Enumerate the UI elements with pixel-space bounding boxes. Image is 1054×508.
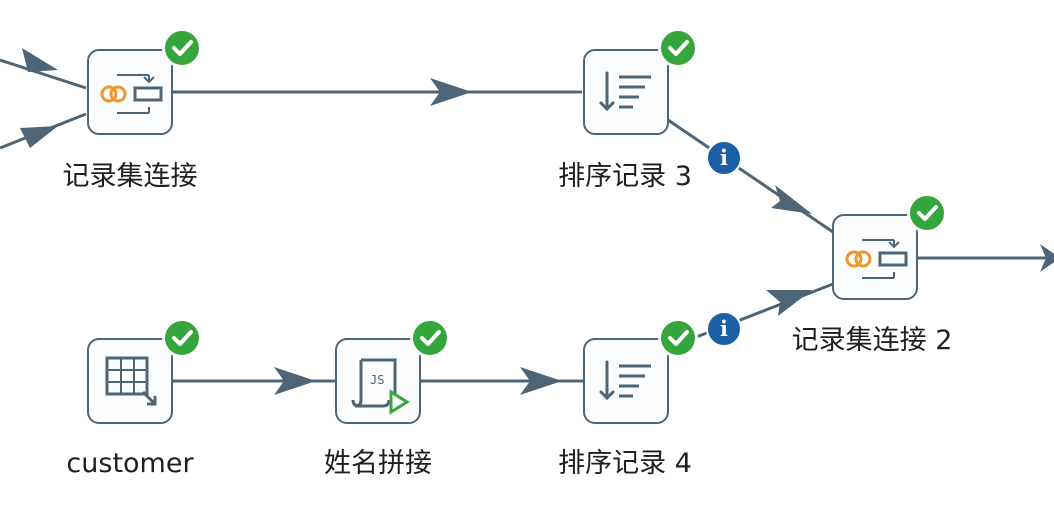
step-label-join2: 记录集连接 2 [791,325,953,356]
hop-incoming-1-arrow [22,48,58,72]
check-icon [658,318,698,358]
step-join1[interactable] [87,49,173,135]
info-icon[interactable]: i [706,311,742,347]
step-customer[interactable] [87,338,173,424]
sort-rows-icon [599,360,651,401]
step-concat[interactable]: JS [335,338,421,424]
step-label-sort3: 排序记录 3 [558,161,692,192]
hop-sort4-join2-arrow [766,290,812,316]
hop-sort3-join2-arrow [771,185,812,214]
check-icon [162,318,202,358]
check-icon [907,193,947,233]
hop-outgoing-arrow [1040,244,1054,272]
step-label-customer: customer [66,448,194,479]
info-icon[interactable]: i [706,140,742,176]
step-sort4[interactable] [583,338,669,424]
hop-customer-concat-arrow [274,367,316,395]
step-join2[interactable] [832,214,918,300]
hop-sort3-join2 [667,118,834,234]
step-label-join1: 记录集连接 [62,161,198,192]
step-label-sort4: 排序记录 4 [558,448,692,479]
step-label-concat: 姓名拼接 [324,448,432,479]
check-icon [658,28,698,68]
javascript-icon: JS [351,358,410,415]
merge-join-icon [100,74,163,114]
hop-concat-sort4-arrow [520,367,562,395]
hop-join1-sort3-arrow [430,78,472,106]
svg-text:JS: JS [370,373,384,387]
check-icon [410,318,450,358]
step-sort3[interactable] [583,49,669,135]
hop-incoming-1 [0,58,87,90]
merge-join-icon [845,239,908,279]
hop-incoming-2-arrow [20,126,58,148]
table-input-icon [105,356,157,406]
sort-rows-icon [599,71,651,112]
check-icon [162,28,202,68]
